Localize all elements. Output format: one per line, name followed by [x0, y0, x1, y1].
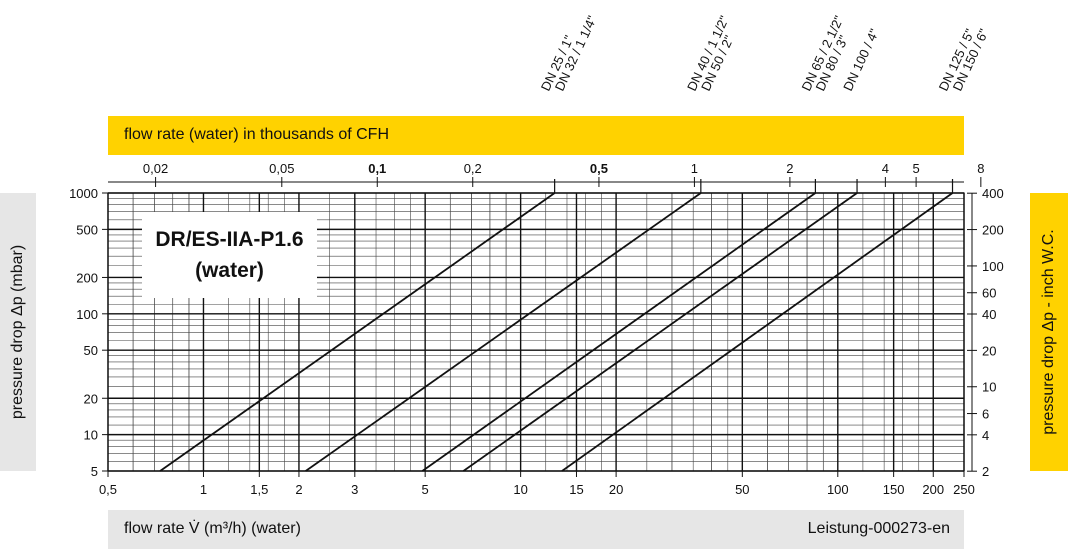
chart-title-box: DR/ES-IIA-P1.6 (water) [142, 212, 317, 298]
y-right-tick-label: 10 [982, 380, 996, 395]
y-tick-label: 1000 [69, 186, 98, 201]
x-axis-label: flow rate V̇ (m³/h) (water) [124, 520, 301, 537]
y-tick-label: 500 [76, 222, 98, 237]
y-tick-label: 200 [76, 270, 98, 285]
left-axis-panel: pressure drop Δp (mbar) [0, 193, 36, 471]
x-tick-label: 100 [827, 482, 849, 497]
x-top-tick-label: 0,1 [368, 161, 386, 176]
x-tick-label: 2 [295, 482, 302, 497]
footer-code: Leistung-000273-en [807, 520, 950, 537]
chart-subtitle: (water) [195, 259, 264, 282]
x-top-tick-label: 5 [912, 161, 919, 176]
x-tick-label: 1,5 [250, 482, 268, 497]
x-tick-label: 15 [569, 482, 583, 497]
plot-frame [107, 192, 965, 472]
right-axis-panel: pressure drop Δp - inch W.C. [1030, 193, 1068, 471]
y-right-tick-label: 40 [982, 307, 996, 322]
x-tick-label: 250 [953, 482, 975, 497]
x-tick-label: 50 [735, 482, 749, 497]
x-top-tick-label: 1 [691, 161, 698, 176]
y-tick-label: 50 [84, 343, 98, 358]
x-top-tick-label: 8 [977, 161, 984, 176]
x-top-tick-label: 0,02 [143, 161, 168, 176]
bottom-axis-banner: flow rate V̇ (m³/h) (water) Leistung-000… [108, 510, 964, 549]
y-tick-label: 100 [76, 307, 98, 322]
series-line-4 [462, 192, 858, 472]
y-right-tick-label: 400 [982, 186, 1004, 201]
series-line-1 [159, 192, 556, 472]
x-tick-label: 10 [513, 482, 527, 497]
y-right-tick-label: 2 [982, 464, 989, 479]
x-top-tick-label: 4 [882, 161, 889, 176]
y-right-tick-label: 6 [982, 407, 989, 422]
y-right-tick-label: 100 [982, 259, 1004, 274]
x-top-tick-label: 2 [786, 161, 793, 176]
x-top-tick-label: 0,05 [269, 161, 294, 176]
x-tick-label: 20 [609, 482, 623, 497]
series-line-5 [561, 192, 954, 472]
y-tick-label: 10 [84, 428, 98, 443]
series-line-2 [305, 192, 702, 472]
x-tick-label: 1 [200, 482, 207, 497]
top-axis-banner: flow rate (water) in thousands of CFH [108, 116, 964, 155]
x-tick-label: 0,5 [99, 482, 117, 497]
series-line-3 [421, 192, 816, 472]
x-tick-label: 150 [883, 482, 905, 497]
y-right-tick-label: 20 [982, 343, 996, 358]
y-tick-label: 20 [84, 391, 98, 406]
y-right-tick-label: 4 [982, 428, 989, 443]
x-tick-label: 3 [351, 482, 358, 497]
x-tick-label: 200 [922, 482, 944, 497]
chart-title: DR/ES-IIA-P1.6 [155, 228, 304, 251]
x-top-tick-label: 0,5 [590, 161, 608, 176]
x-tick-label: 5 [422, 482, 429, 497]
series-label: DN 100 / 4" [840, 26, 882, 93]
y-right-tick-label: 60 [982, 286, 996, 301]
x-top-tick-label: 0,2 [464, 161, 482, 176]
y-right-tick-label: 200 [982, 223, 1004, 238]
top-axis-label: flow rate (water) in thousands of CFH [124, 126, 389, 143]
y-tick-label: 5 [91, 464, 98, 479]
